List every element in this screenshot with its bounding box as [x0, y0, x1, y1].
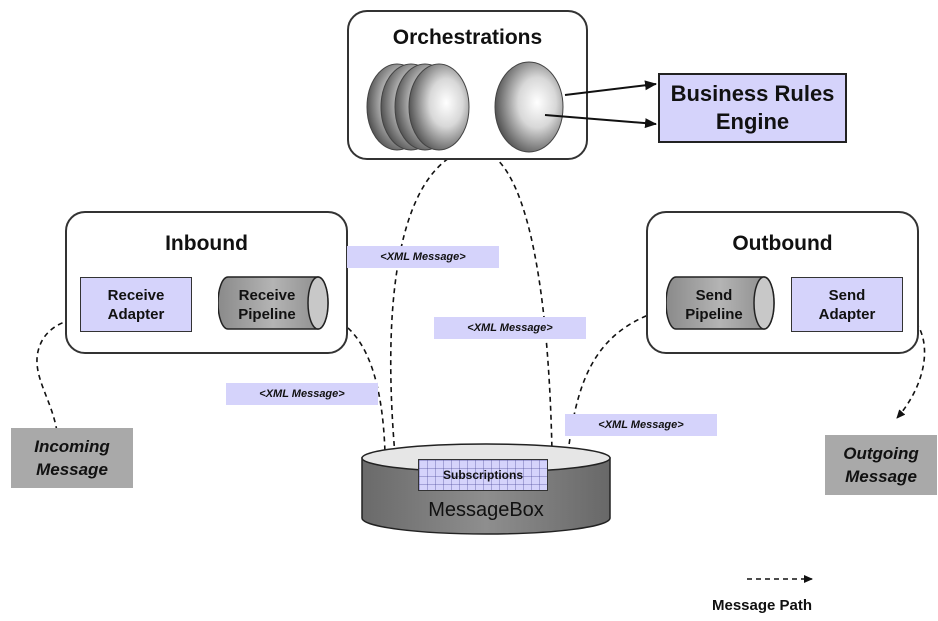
xml-message-tag-right: <XML Message> [565, 414, 717, 436]
outgoing-message: Outgoing Message [825, 435, 937, 495]
receive-pipeline-label: Receive Pipeline [238, 286, 296, 323]
arrow-to-rules-upper [564, 80, 657, 96]
orchestration-sphere-active [494, 61, 564, 153]
orchestration-spheres [366, 61, 564, 153]
path-orchestration-left [389, 147, 553, 456]
orchestration-sphere-4 [408, 63, 470, 151]
receive-pipeline [218, 276, 329, 330]
path-incoming-to-adapter [36, 317, 81, 441]
receive-adapter: Receive Adapter [80, 277, 192, 332]
rules-arrows [544, 80, 657, 129]
orchestrations-title: Orchestrations [392, 26, 543, 49]
incoming-message: Incoming Message [11, 428, 133, 488]
send-pipeline-label: Send Pipeline [685, 286, 743, 323]
orchestrations-panel: Orchestrations [347, 10, 588, 160]
path-pipeline-to-messagebox [332, 317, 386, 454]
xml-message-tag-left: <XML Message> [226, 383, 378, 405]
outbound-title: Outbound [732, 232, 833, 255]
business-rules-engine: Business Rules Engine [658, 73, 847, 143]
send-pipeline [666, 276, 775, 330]
arrow-to-rules-lower [544, 114, 657, 129]
xml-message-tag-middle: <XML Message> [434, 317, 586, 339]
legend-message-path: Message Path [712, 597, 813, 614]
xml-message-tag-top: <XML Message> [347, 246, 499, 268]
send-adapter: Send Adapter [791, 277, 903, 332]
messagebox-label: MessageBox [428, 499, 544, 521]
subscriptions-box: Subscriptions [418, 459, 548, 491]
inbound-title: Inbound [165, 232, 248, 255]
